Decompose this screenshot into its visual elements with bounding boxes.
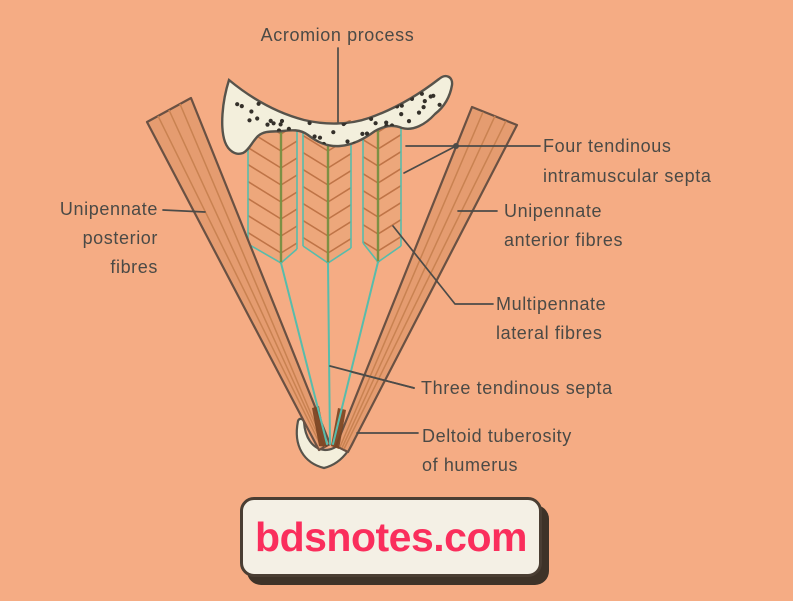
unipennate-anterior-band [331, 105, 519, 454]
leader-four-tendinous-2 [403, 145, 457, 174]
label-multipennate-lateral: Multipennate lateral fibres [496, 290, 606, 348]
label-line: lateral fibres [496, 323, 603, 343]
label-line: Four tendinous [543, 136, 672, 156]
label-line: intramuscular septa [543, 166, 712, 186]
label-line: Three tendinous septa [421, 378, 613, 398]
leader-junction-dot [453, 143, 459, 149]
label-line: of humerus [422, 455, 519, 475]
leader-multipennate [392, 225, 494, 305]
acromion-bone-shape [221, 74, 454, 155]
watermark-text: bdsnotes.com [255, 513, 527, 560]
label-four-tendinous-septa: Four tendinous intramuscular septa [543, 131, 711, 191]
label-line: Unipennate [59, 199, 158, 219]
label-line: anterior fibres [504, 230, 624, 250]
multipennate-panels [247, 118, 402, 265]
tendinous-septa-lines [280, 261, 379, 445]
label-unipennate-posterior: Unipennate posterior fibres [18, 195, 158, 282]
label-three-tendinous-septa: Three tendinous septa [421, 374, 613, 403]
leader-lines [162, 47, 541, 434]
label-line: Multipennate [496, 294, 607, 314]
label-line: Acromion process [260, 25, 415, 45]
label-unipennate-anterior: Unipennate anterior fibres [504, 197, 623, 255]
leader-three-septa-2 [351, 371, 415, 389]
unipennate-posterior-band [145, 96, 332, 452]
label-line: Deltoid tuberosity [422, 426, 572, 446]
label-line: posterior [82, 228, 158, 248]
watermark-badge: bdsnotes.com [240, 497, 542, 577]
leader-unipennate-posterior [162, 209, 206, 213]
label-line: Unipennate [504, 201, 603, 221]
label-line: fibres [110, 257, 158, 277]
label-deltoid-tuberosity: Deltoid tuberosity of humerus [422, 422, 572, 480]
bone-stipple-dots [235, 91, 442, 153]
label-acromion-process: Acromion process [235, 21, 440, 50]
